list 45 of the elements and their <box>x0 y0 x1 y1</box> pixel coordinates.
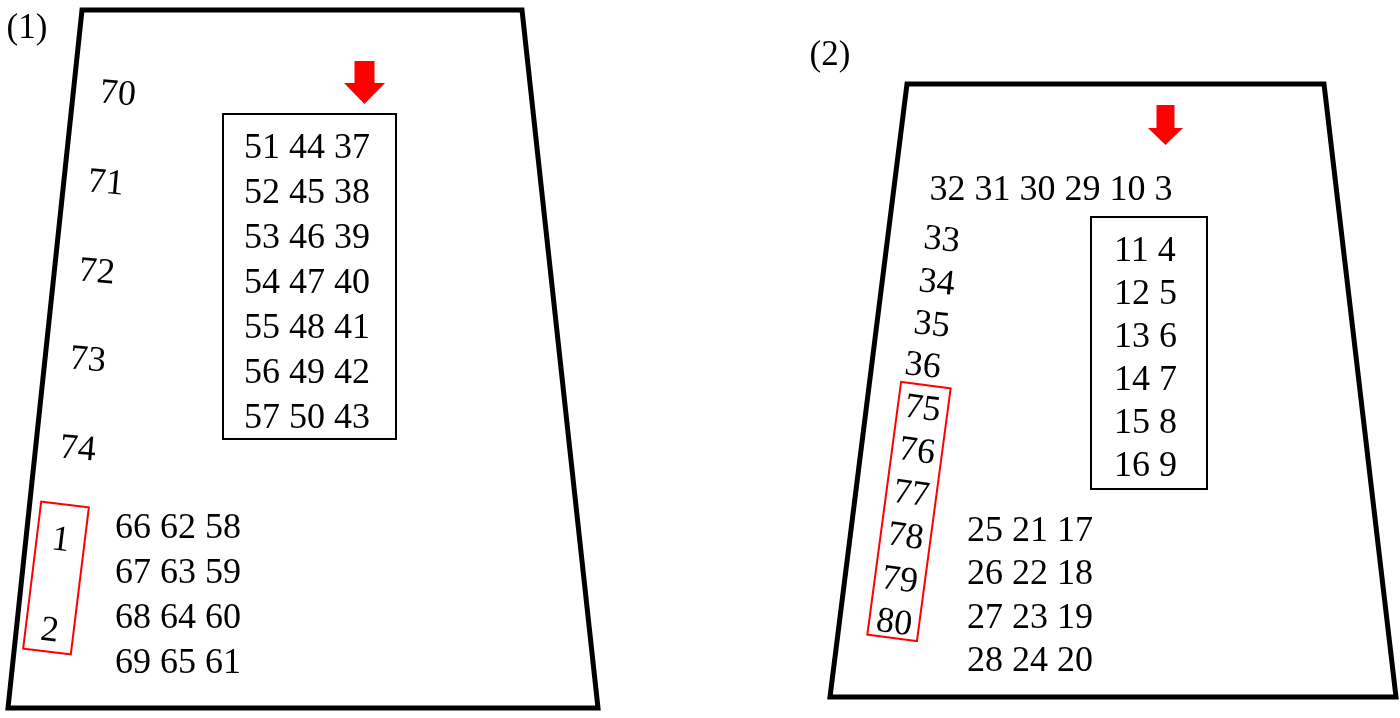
number-row: 67 63 59 <box>115 553 241 589</box>
number-row: 56 49 42 <box>244 353 370 389</box>
number-row: 12 5 <box>1114 274 1177 310</box>
number-row: 32 31 30 29 10 3 <box>929 170 1173 206</box>
position-number: 75 <box>902 385 944 427</box>
number-row: 25 21 17 <box>967 511 1093 547</box>
number-row: 52 45 38 <box>244 173 370 209</box>
number-row: 16 9 <box>1114 446 1177 482</box>
number-row: 55 48 41 <box>244 308 370 344</box>
number-row: 53 46 39 <box>244 218 370 254</box>
number-row: 54 47 40 <box>244 263 370 299</box>
position-number: 35 <box>912 303 952 343</box>
number-box <box>222 113 397 440</box>
number-row: 27 23 19 <box>967 598 1093 634</box>
number-row: 26 22 18 <box>967 554 1093 590</box>
number-row: 57 50 43 <box>244 398 370 434</box>
position-number: 80 <box>874 600 915 641</box>
position-number: 78 <box>885 514 927 555</box>
number-row: 15 8 <box>1114 403 1177 439</box>
position-number: 73 <box>68 338 108 378</box>
number-row: 51 44 37 <box>244 128 370 164</box>
position-number: 77 <box>891 471 932 512</box>
position-number: 70 <box>98 72 138 112</box>
position-number: 74 <box>58 427 98 467</box>
number-row: 69 65 61 <box>115 643 241 679</box>
position-number: 33 <box>922 218 962 258</box>
position-number: 71 <box>86 161 126 201</box>
number-row: 68 64 60 <box>115 598 241 634</box>
number-row: 13 6 <box>1114 317 1177 353</box>
panel-label: (1) <box>6 8 48 44</box>
number-box <box>1090 216 1208 490</box>
panel-label: (2) <box>809 35 851 71</box>
position-number: 36 <box>903 344 943 384</box>
position-number: 34 <box>917 261 957 301</box>
position-number: 2 <box>38 609 61 648</box>
number-row: 28 24 20 <box>967 641 1093 677</box>
number-row: 14 7 <box>1114 360 1177 396</box>
highlight-frame <box>866 380 952 642</box>
position-number: 76 <box>897 428 938 470</box>
highlight-frame <box>22 500 90 656</box>
position-number: 1 <box>49 519 72 558</box>
number-row: 66 62 58 <box>115 508 241 544</box>
number-row: 11 4 <box>1114 231 1176 267</box>
position-number: 79 <box>879 557 921 598</box>
position-number: 72 <box>77 250 117 290</box>
